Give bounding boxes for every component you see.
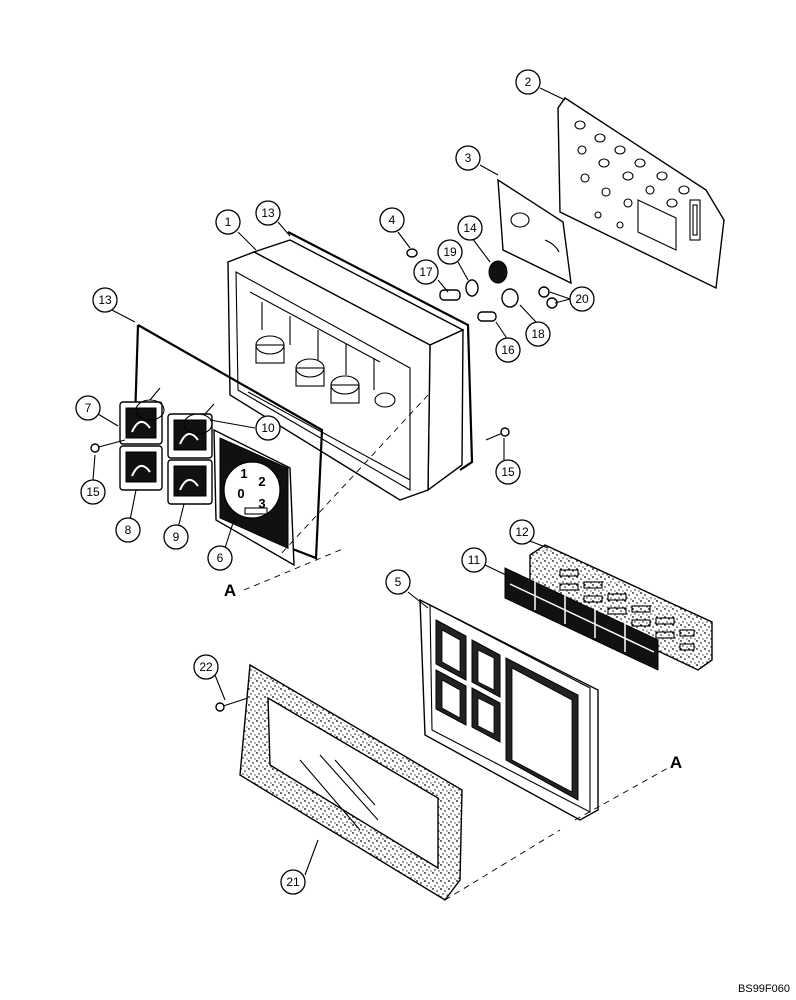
callout-13-rear: 13 <box>255 200 281 226</box>
gauge-10 <box>167 413 213 459</box>
front-bezel <box>239 663 463 901</box>
svg-text:2: 2 <box>525 75 532 89</box>
bulb-16 <box>477 311 497 322</box>
screw-22 <box>215 697 249 712</box>
bulb-and-socket-parts <box>406 248 558 322</box>
clip-4 <box>406 248 418 258</box>
callout-16: 16 <box>495 337 521 363</box>
callout-9: 9 <box>163 524 189 550</box>
svg-text:12: 12 <box>515 525 529 539</box>
rear-housing-seal <box>287 231 474 471</box>
svg-text:1: 1 <box>225 215 232 229</box>
gauge-housing <box>227 239 465 501</box>
screw-left <box>90 439 126 453</box>
callout-13-front: 13 <box>92 287 118 313</box>
svg-text:18: 18 <box>531 327 545 341</box>
svg-text:17: 17 <box>419 265 433 279</box>
svg-text:19: 19 <box>443 245 457 259</box>
callout-22: 22 <box>193 654 219 680</box>
svg-text:9: 9 <box>173 530 180 544</box>
svg-text:11: 11 <box>468 553 481 567</box>
reference-lines <box>243 394 669 901</box>
callout-15-right: 15 <box>495 459 521 485</box>
screw-right <box>485 427 510 441</box>
reference-mark-a-right: A <box>670 753 682 772</box>
bulb-17 <box>439 289 461 301</box>
reference-mark-a-left: A <box>224 581 236 600</box>
callout-11: 11 <box>461 547 487 573</box>
svg-text:14: 14 <box>463 221 477 235</box>
callout-21: 21 <box>280 869 306 895</box>
svg-text:21: 21 <box>286 875 300 889</box>
callout-15-left: 15 <box>80 479 106 505</box>
svg-text:10: 10 <box>261 421 275 435</box>
svg-text:13: 13 <box>261 206 275 220</box>
svg-text:6: 6 <box>217 551 224 565</box>
gauge-digit-0: 0 <box>237 486 244 501</box>
callout-4: 4 <box>379 207 405 233</box>
callout-2: 2 <box>515 69 541 95</box>
svg-text:7: 7 <box>85 401 92 415</box>
svg-text:15: 15 <box>86 485 100 499</box>
socket-18 <box>501 288 519 308</box>
svg-text:22: 22 <box>199 660 213 674</box>
callout-20: 20 <box>569 286 595 312</box>
plate-gasket <box>497 178 572 285</box>
front-housing-seal <box>137 324 324 560</box>
socket-14 <box>488 260 508 284</box>
callout-17: 17 <box>413 259 439 285</box>
small-gauges-group <box>119 387 215 505</box>
tachometer-gauge: 1 2 0 3 <box>213 428 295 567</box>
svg-text:13: 13 <box>98 293 112 307</box>
callout-19: 19 <box>437 239 463 265</box>
svg-text:8: 8 <box>125 523 132 537</box>
svg-text:15: 15 <box>501 465 515 479</box>
svg-text:3: 3 <box>465 151 472 165</box>
nut-20a <box>538 286 550 298</box>
speckled-gasket-strip <box>529 544 713 671</box>
gauge-digit-2: 2 <box>258 474 265 489</box>
callout-1: 1 <box>215 209 241 235</box>
socket-19 <box>465 279 479 297</box>
callout-12: 12 <box>509 519 535 545</box>
svg-text:16: 16 <box>501 343 515 357</box>
gauge-9 <box>167 459 213 505</box>
callout-7: 7 <box>75 395 101 421</box>
callout-5: 5 <box>385 569 411 595</box>
svg-text:5: 5 <box>395 575 402 589</box>
grille-frame <box>504 567 659 671</box>
rear-mounting-plate <box>557 97 725 290</box>
callout-14: 14 <box>457 215 483 241</box>
callout-3: 3 <box>455 145 481 171</box>
lens-frame <box>419 598 599 821</box>
figure-code: BS99F060 <box>738 983 790 995</box>
svg-text:4: 4 <box>389 213 396 227</box>
callout-18: 18 <box>525 321 551 347</box>
callout-10: 10 <box>255 415 281 441</box>
svg-text:20: 20 <box>575 292 589 306</box>
leader-lines <box>92 87 571 876</box>
gauge-7 <box>119 399 165 445</box>
callout-6: 6 <box>207 545 233 571</box>
gauge-digit-3: 3 <box>258 496 265 511</box>
callout-8: 8 <box>115 517 141 543</box>
gauge-digit-1: 1 <box>240 466 247 481</box>
gauge-8 <box>119 445 163 491</box>
